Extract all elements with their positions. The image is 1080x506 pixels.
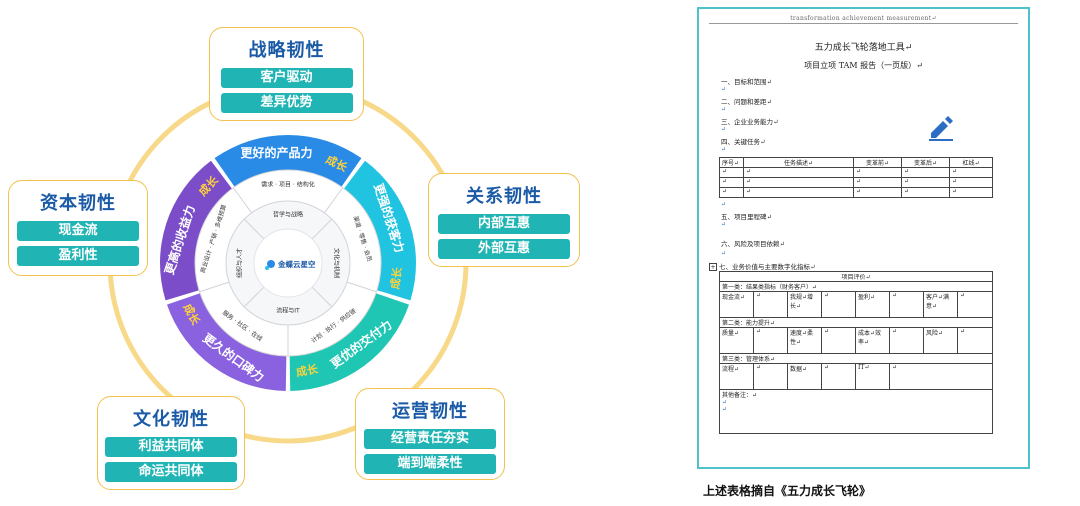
eval-cell: 我规↵增长↵: [787, 291, 822, 318]
outer-segment: [343, 160, 417, 301]
inner-divider: [311, 286, 333, 308]
eval-cell: 现金流↵: [719, 291, 754, 318]
center-circle: [253, 228, 323, 298]
center-logo-text: 金蝶云星空: [277, 259, 316, 269]
doc-subtitle: 项目立项 TAM 报告（一页版）↵: [804, 61, 923, 70]
table-row: ↵↵↵↵↵: [719, 177, 993, 188]
flywheel-svg: 更好的产品力成长更强的获客力成长更优的交付力成长更久的口碑力成长更高的收益力成长…: [107, 82, 469, 444]
box-title: 资本韧性: [40, 193, 116, 214]
table-header-cell: 变革前↵: [853, 157, 902, 168]
evaluation-table: 项目评价↵ 第一类：结果类指标（财务客户）↵ 现金流↵ ↵ 我规↵增长↵ ↵ 盈…: [719, 271, 993, 434]
box-title: 运营韧性: [392, 401, 468, 422]
box-title: 文化韧性: [133, 409, 209, 430]
box-item: 现金流: [17, 221, 139, 241]
box-item: 外部互惠: [438, 239, 570, 259]
box-capital-resilience: 资本韧性 现金流 盈利性: [8, 180, 148, 276]
eval-cell: 客户↵满意↵: [923, 291, 958, 318]
tam-report-document: transformation achievement measurement↵ …: [697, 7, 1030, 469]
box-item: 经营责任夯实: [364, 429, 496, 449]
key-task-table: 序号↵ 任务描述↵ 变革前↵ 变革后↵ 杠线↵ ↵↵↵↵↵ ↵↵↵↵↵ ↵↵↵↵…: [719, 157, 993, 198]
doc-header: transformation achievement measurement↵: [709, 15, 1018, 24]
box-item: 盈利性: [17, 246, 139, 266]
logo-icon: [267, 260, 275, 268]
middle-divider: [232, 187, 252, 214]
box-item: 客户驱动: [220, 68, 353, 88]
box-item: 差异优势: [220, 93, 353, 113]
section-milestone: 五、项目里程碑↵: [721, 213, 772, 221]
section-capability: 三、企业业务能力↵: [721, 118, 779, 126]
middle-divider: [199, 281, 230, 293]
section-problem: 二、问题和差距↵: [721, 98, 772, 106]
box-operation-resilience: 运营韧性 经营责任夯实 端到端柔性: [355, 388, 505, 480]
eval-notes-cell: 其他备注：↵ ↵ ↵: [719, 389, 993, 434]
eval-cell: 流程↵: [719, 363, 754, 390]
table-row: ↵↵↵↵↵: [719, 167, 993, 178]
eval-category: 第三类：管理体系↵: [719, 353, 993, 364]
middle-divider: [346, 281, 377, 293]
box-title: 战略韧性: [248, 40, 325, 61]
inner-ring-label: 组织与人才: [236, 248, 244, 278]
center-logo: 金蝶云星空: [265, 259, 316, 270]
outer-segment: [166, 293, 287, 391]
box-item: 内部互惠: [438, 214, 570, 234]
section-risk: 六、风险及项目依赖↵: [721, 240, 785, 248]
eval-cell: 成本↵效率↵: [855, 327, 890, 354]
document-caption: 上述表格摘自《五力成长飞轮》: [703, 484, 872, 498]
box-item: 命运共同体: [105, 462, 237, 482]
section-key-tasks: 四、关键任务↵: [721, 138, 766, 146]
inner-ring-dividers: [243, 218, 333, 308]
table-header-row: 序号↵ 任务描述↵ 变革前↵ 变革后↵ 杠线↵: [719, 157, 993, 168]
section-value-metrics: +七、业务价值与主要数字化指标↵: [709, 263, 816, 271]
doc-title: 五力成长飞轮落地工具↵: [814, 43, 913, 53]
growth-flywheel-diagram: 更好的产品力成长更强的获客力成长更优的交付力成长更久的口碑力成长更高的收益力成长…: [8, 27, 580, 490]
table-header-cell: 变革后↵: [901, 157, 950, 168]
middle-divider: [324, 187, 344, 214]
box-strategy-resilience: 战略韧性 客户驱动 差异优势: [209, 27, 364, 121]
inner-ring-label: 文化与机制: [333, 248, 341, 278]
inner-divider: [243, 218, 265, 240]
eval-cell: 盈利↵: [855, 291, 890, 318]
inner-ring-label: 流程与IT: [276, 307, 300, 315]
table-row: ↵↵↵↵↵: [719, 187, 993, 198]
table-move-handle-icon[interactable]: +: [709, 263, 717, 271]
table-header-cell: 杠线↵: [949, 157, 993, 168]
outer-segment: [159, 160, 233, 301]
growth-label: 成长: [387, 265, 404, 290]
middle-ring-dividers: [199, 187, 377, 356]
eval-category: 第二类：能力提升↵: [719, 317, 993, 328]
eval-cell: IT↵: [855, 363, 890, 390]
section-goal: 一、目标和范围↵: [721, 78, 772, 86]
box-title: 关系韧性: [466, 186, 542, 207]
middle-ring-label: 需求 · 项目 · 结构化: [261, 181, 314, 189]
outer-segment: [214, 135, 362, 187]
box-relation-resilience: 关系韧性 内部互惠 外部互惠: [428, 173, 580, 267]
box-culture-resilience: 文化韧性 利益共同体 命运共同体: [97, 396, 245, 490]
box-item: 利益共同体: [105, 437, 237, 457]
eval-cell: 风险↵: [923, 327, 958, 354]
table-header-cell: 序号↵: [719, 157, 744, 168]
inner-divider: [311, 218, 333, 240]
outer-segment: [289, 293, 410, 391]
outer-ring-segments: [159, 135, 417, 391]
eval-cell: 质量↵: [719, 327, 754, 354]
growth-label: 成长: [295, 361, 320, 379]
inner-ring-label: 哲学与战略: [273, 211, 303, 219]
table-header-cell: 任务描述↵: [743, 157, 854, 168]
inner-divider: [243, 286, 265, 308]
eval-cell: 速度↵柔性↵: [787, 327, 822, 354]
eval-cell: 数据↵: [787, 363, 822, 390]
box-item: 端到端柔性: [364, 454, 496, 474]
eval-category: 第一类：结果类指标（财务客户）↵: [719, 281, 993, 292]
eval-title: 项目评价↵: [719, 271, 993, 282]
edit-pen-icon[interactable]: [927, 113, 955, 141]
outer-segment-label: 更好的产品力: [240, 145, 312, 160]
